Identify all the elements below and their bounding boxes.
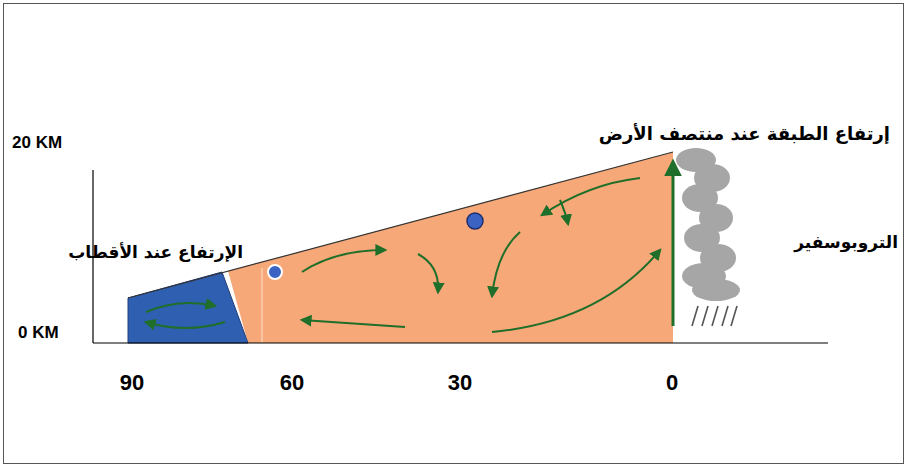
frame (4, 4, 904, 464)
polar-cell-region (128, 272, 248, 343)
x-axis (93, 342, 828, 343)
circulation-arrow (492, 232, 520, 296)
cell-boundary (261, 268, 263, 343)
circulation-arrow (302, 250, 385, 272)
latitude-value: 90 (120, 370, 144, 395)
cloud-column (676, 148, 740, 301)
rising-air-arrow (672, 162, 675, 326)
axis-value: 0 KM (18, 323, 59, 343)
circulation-arrow (146, 303, 215, 312)
circulation-arrow (560, 200, 568, 224)
circulation-arrow (418, 254, 438, 292)
altitude-note: إرتفاع الطبقة عند منتصف الأرض (599, 124, 890, 145)
circulation-arrow (302, 320, 405, 327)
rain-lines (692, 306, 737, 326)
circulation-arrow (146, 322, 225, 328)
latitude-value: 30 (448, 370, 472, 395)
axis-value: 20 KM (12, 133, 62, 153)
layer-name: التروبوسفير (794, 233, 898, 253)
pressure-dot (268, 265, 282, 279)
altitude-note: الإرتفاع عند الأقطاب (68, 243, 243, 263)
pressure-dot (467, 213, 483, 229)
tropical-cell-region (228, 152, 673, 343)
latitude-value: 60 (280, 370, 304, 395)
tropopause-line (128, 152, 673, 298)
circulation-arrow (492, 250, 660, 332)
latitude-value: 0 (666, 370, 678, 395)
circulation-arrow (542, 178, 640, 215)
